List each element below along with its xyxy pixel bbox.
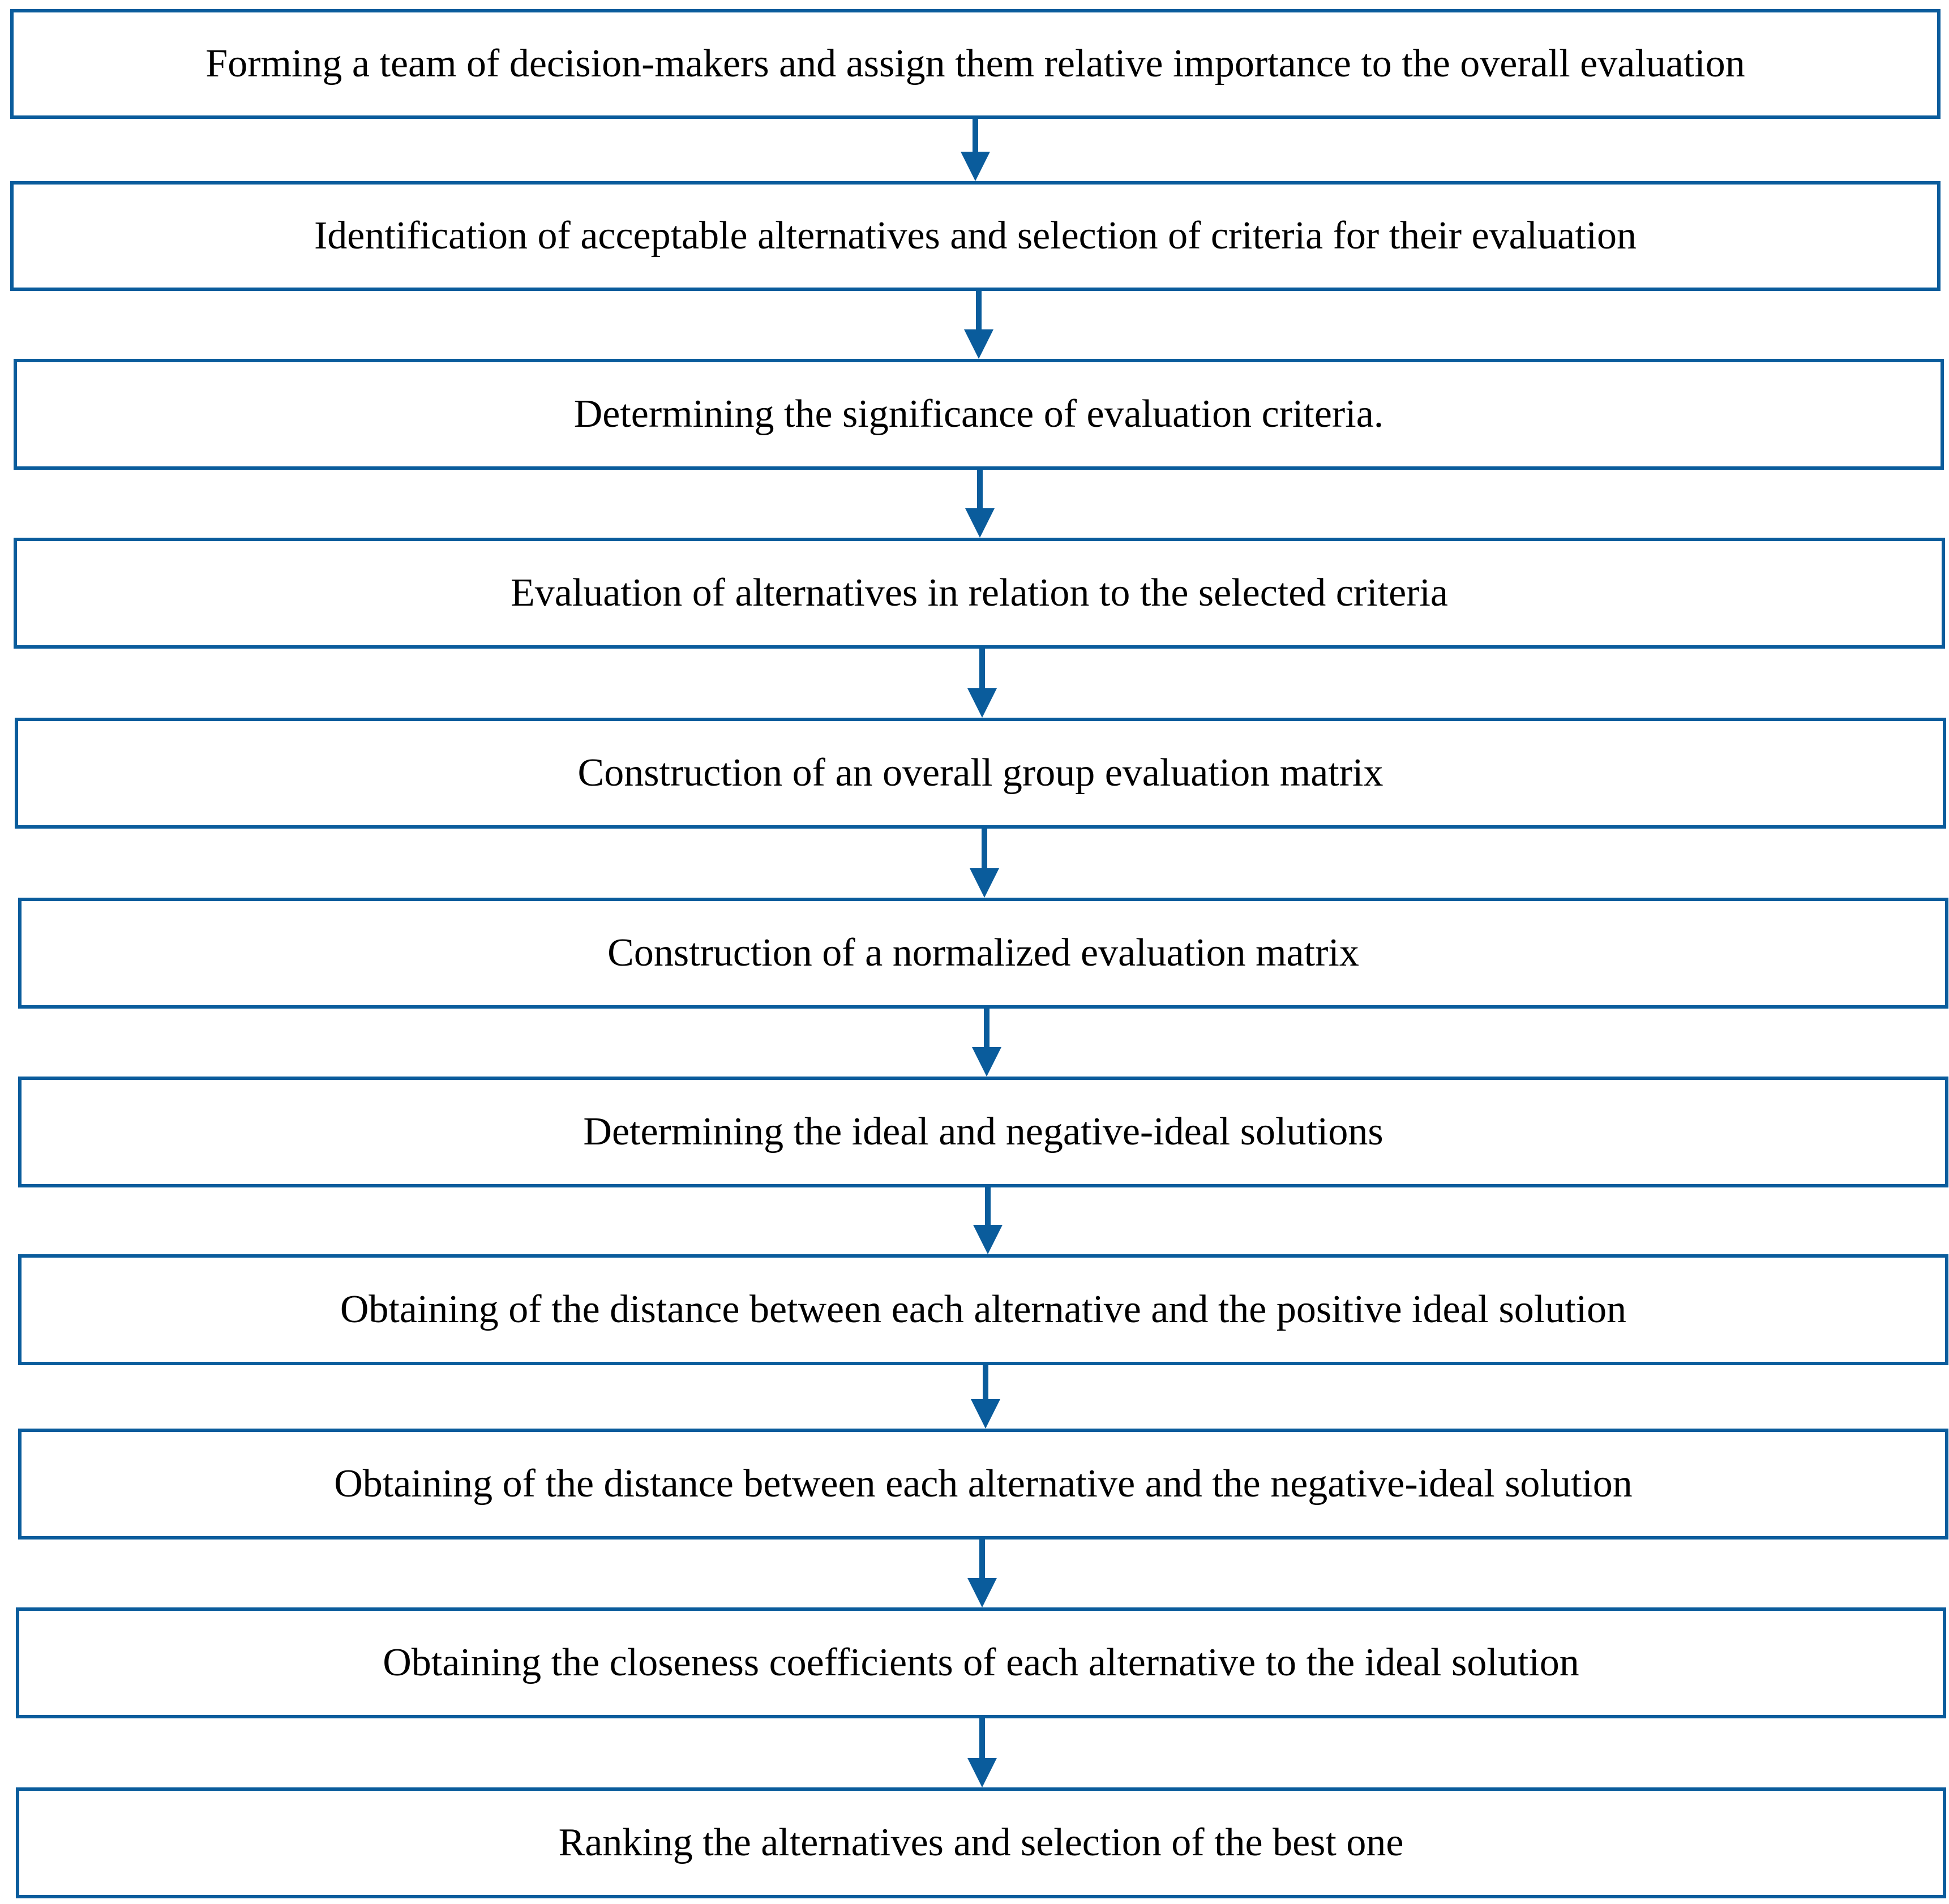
arrow-down-icon: [961, 119, 990, 181]
arrow-down-icon: [965, 470, 995, 538]
step-box-6: Construction of a normalized evaluation …: [18, 898, 1948, 1009]
step-label-1: Forming a team of decision-makers and as…: [205, 42, 1745, 85]
step-label-10: Obtaining the closeness coefficients of …: [383, 1641, 1579, 1684]
step-label-2: Identification of acceptable alternative…: [314, 214, 1637, 258]
step-box-5: Construction of an overall group evaluat…: [15, 718, 1946, 829]
step-box-7: Determining the ideal and negative-ideal…: [18, 1077, 1948, 1187]
step-label-6: Construction of a normalized evaluation …: [607, 931, 1359, 975]
arrow-down-icon: [964, 291, 993, 359]
step-box-11: Ranking the alternatives and selection o…: [16, 1787, 1946, 1898]
arrow-down-icon: [967, 1540, 997, 1607]
step-label-5: Construction of an overall group evaluat…: [577, 751, 1383, 795]
step-label-9: Obtaining of the distance between each a…: [334, 1462, 1633, 1506]
arrow-down-icon: [970, 829, 999, 898]
arrow-down-icon: [972, 1009, 1001, 1077]
step-box-2: Identification of acceptable alternative…: [10, 181, 1941, 291]
step-label-4: Evaluation of alternatives in relation t…: [511, 571, 1448, 615]
step-box-3: Determining the significance of evaluati…: [14, 359, 1944, 470]
arrow-down-icon: [973, 1187, 1003, 1254]
step-box-9: Obtaining of the distance between each a…: [18, 1429, 1948, 1540]
arrow-down-icon: [967, 649, 997, 718]
step-label-7: Determining the ideal and negative-ideal…: [583, 1110, 1383, 1153]
step-label-8: Obtaining of the distance between each a…: [340, 1288, 1627, 1331]
step-box-1: Forming a team of decision-makers and as…: [10, 9, 1941, 119]
step-box-10: Obtaining the closeness coefficients of …: [16, 1607, 1946, 1718]
step-label-3: Determining the significance of evaluati…: [573, 392, 1384, 436]
step-box-8: Obtaining of the distance between each a…: [18, 1254, 1948, 1365]
step-box-4: Evaluation of alternatives in relation t…: [14, 538, 1945, 649]
arrow-down-icon: [971, 1365, 1000, 1429]
arrow-down-icon: [967, 1718, 997, 1787]
step-label-11: Ranking the alternatives and selection o…: [558, 1821, 1404, 1864]
